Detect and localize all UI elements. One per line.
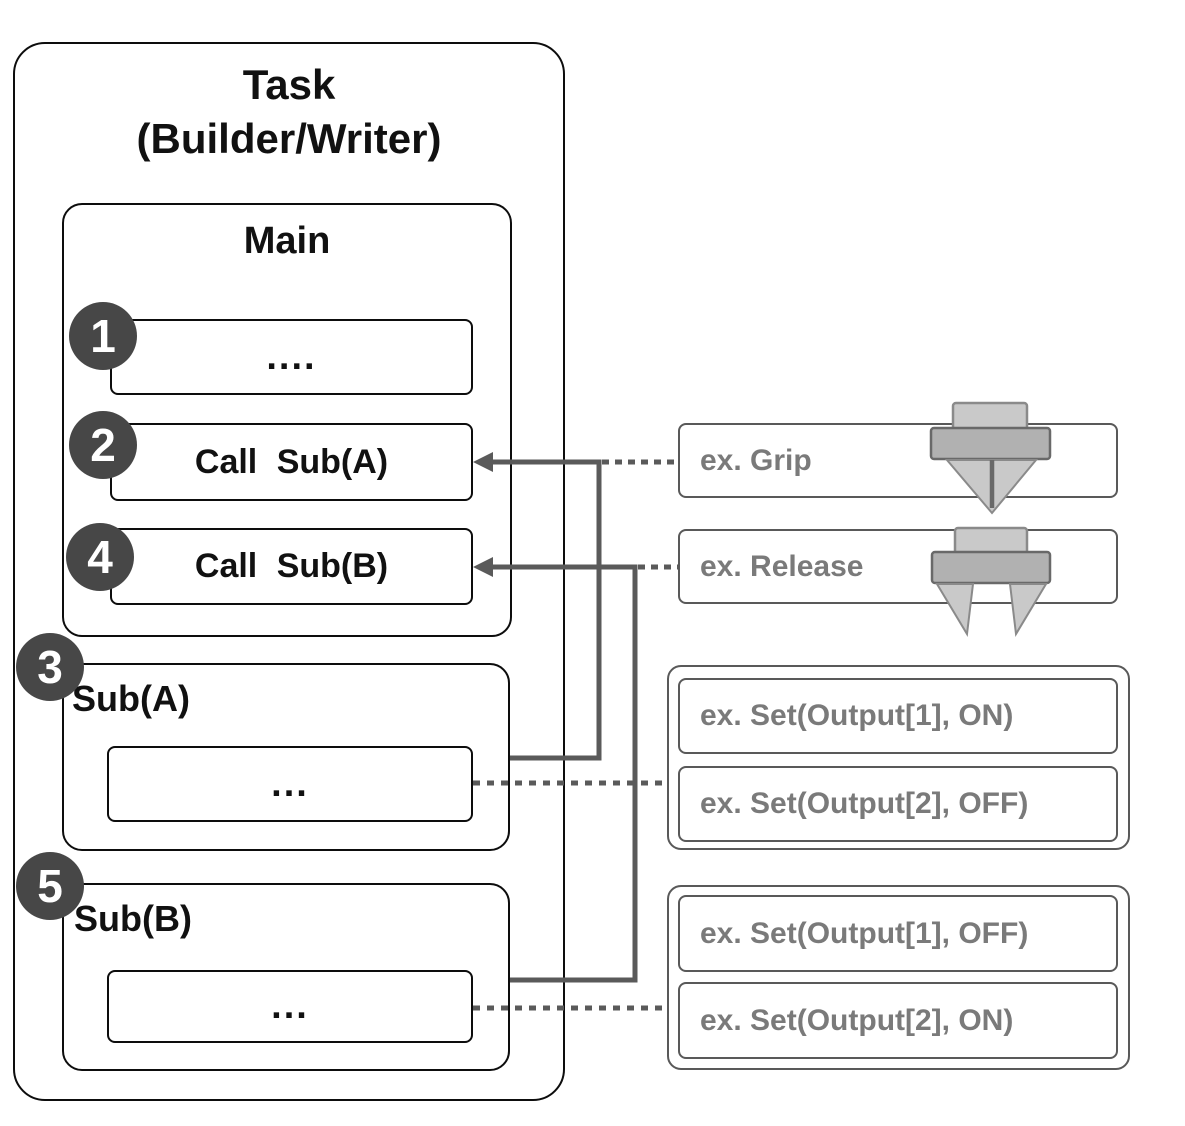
- example-set-output1-off-label: ex. Set(Output[1], OFF): [700, 916, 1029, 950]
- sub-a-label: Sub(A): [72, 678, 190, 719]
- sub-a-body-box: ...: [107, 746, 473, 822]
- call-sub-b-box: Call Sub(B): [110, 528, 473, 605]
- example-release-box: ex. Release: [678, 529, 1118, 604]
- task-title-line2: (Builder/Writer): [136, 115, 442, 162]
- step-badge-3: 3: [16, 633, 84, 701]
- example-set-output2-off-label: ex. Set(Output[2], OFF): [700, 787, 1029, 820]
- step-badge-5: 5: [16, 852, 84, 920]
- example-set-output2-on-label: ex. Set(Output[2], ON): [700, 1003, 1014, 1037]
- task-title-line1: Task: [242, 61, 336, 108]
- example-set-output2-off-box: ex. Set(Output[2], OFF): [678, 766, 1118, 842]
- call-sub-a-box: Call Sub(A): [110, 423, 473, 501]
- example-set-output1-on-box: ex. Set(Output[1], ON): [678, 678, 1118, 754]
- example-set-output1-off-box: ex. Set(Output[1], OFF): [678, 895, 1118, 972]
- task-title: Task (Builder/Writer): [13, 58, 565, 166]
- example-grip-box: ex. Grip: [678, 423, 1118, 498]
- step-badge-4: 4: [66, 523, 134, 591]
- step-badge-1: 1: [69, 302, 137, 370]
- main-label: Main: [243, 220, 331, 262]
- step-badge-2: 2: [69, 411, 137, 479]
- example-release-label: ex. Release: [700, 549, 864, 583]
- sub-b-label: Sub(B): [74, 898, 192, 939]
- example-set-output2-on-box: ex. Set(Output[2], ON): [678, 982, 1118, 1059]
- example-set-output1-on-label: ex. Set(Output[1], ON): [700, 699, 1014, 732]
- sub-b-body-box: ...: [107, 970, 473, 1043]
- example-grip-label: ex. Grip: [700, 443, 812, 477]
- step-box-ellipsis: ....: [110, 319, 473, 395]
